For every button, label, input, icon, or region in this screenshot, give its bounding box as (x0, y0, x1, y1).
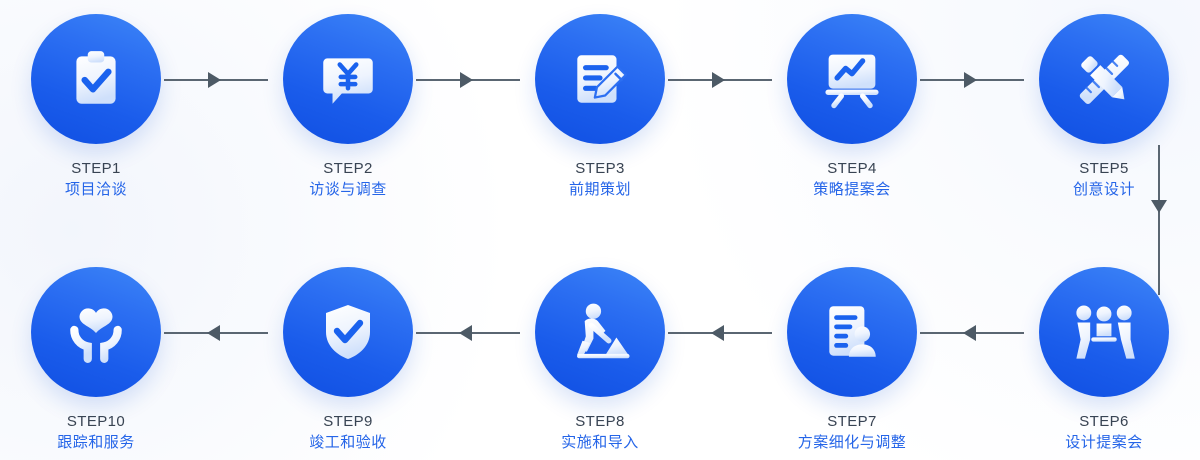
speech-bubble-yuan-icon (323, 58, 373, 104)
step-labels-7: STEP7 方案细化与调整 (772, 411, 932, 454)
step-title-4: 策略提案会 (813, 181, 891, 199)
step-title-9: 竣工和验收 (309, 434, 387, 452)
step-title-1: 项目洽谈 (64, 181, 127, 199)
document-person-icon (829, 306, 876, 357)
step-icon-circle-5 (1039, 14, 1169, 144)
step-icon-circle-3 (535, 14, 665, 144)
step-id-8: STEP8 (575, 413, 625, 430)
step-labels-1: STEP1 项目洽谈 (16, 158, 176, 201)
step-node-5[interactable]: STEP5 创意设计 (1024, 14, 1184, 201)
step-title-5: 创意设计 (1072, 181, 1135, 199)
shield-check-icon (326, 305, 370, 359)
step-icon-circle-10 (31, 267, 161, 397)
document-pencil-icon (577, 55, 627, 103)
step-node-7[interactable]: STEP7 方案细化与调整 (772, 267, 932, 454)
arrowhead-step5-to-step6 (1151, 200, 1167, 213)
meeting-people-icon (1076, 305, 1135, 360)
step-id-10: STEP10 (66, 413, 126, 430)
step-labels-2: STEP2 访谈与调查 (268, 158, 428, 201)
step-id-1: STEP1 (71, 160, 121, 177)
step-labels-8: STEP8 实施和导入 (520, 411, 680, 454)
step-icon-circle-9 (283, 267, 413, 397)
arrowhead-step3-to-step4 (712, 72, 725, 88)
step-node-1[interactable]: STEP1 项目洽谈 (16, 14, 176, 201)
hands-heart-icon (70, 308, 122, 363)
arrowhead-step1-to-step2 (208, 72, 221, 88)
step-id-3: STEP3 (575, 160, 625, 177)
step-icon-circle-1 (31, 14, 161, 144)
step-icon-circle-2 (283, 14, 413, 144)
step-id-4: STEP4 (827, 160, 877, 177)
step-node-3[interactable]: STEP3 前期策划 (520, 14, 680, 201)
step-id-2: STEP2 (323, 160, 373, 177)
step-labels-5: STEP5 创意设计 (1024, 158, 1184, 201)
step-title-10: 跟踪和服务 (57, 434, 135, 452)
step-labels-9: STEP9 竣工和验收 (268, 411, 428, 454)
arrowhead-step7-to-step8 (711, 325, 724, 341)
arrowhead-step6-to-step7 (963, 325, 976, 341)
arrowhead-step4-to-step5 (964, 72, 977, 88)
step-icon-circle-4 (787, 14, 917, 144)
step-labels-4: STEP4 策略提案会 (772, 158, 932, 201)
step-node-8[interactable]: STEP8 实施和导入 (520, 267, 680, 454)
arrowhead-step2-to-step3 (460, 72, 473, 88)
step-labels-6: STEP6 设计提案会 (1024, 411, 1184, 454)
step-labels-10: STEP10 跟踪和服务 (16, 411, 176, 454)
step-node-9[interactable]: STEP9 竣工和验收 (268, 267, 428, 454)
step-node-6[interactable]: STEP6 设计提案会 (1024, 267, 1184, 454)
step-icon-circle-6 (1039, 267, 1169, 397)
step-id-7: STEP7 (827, 413, 877, 430)
clipboard-check-icon (76, 51, 116, 104)
step-node-2[interactable]: STEP2 访谈与调查 (268, 14, 428, 201)
step-title-3: 前期策划 (568, 181, 631, 199)
step-title-2: 访谈与调查 (309, 181, 387, 199)
step-id-6: STEP6 (1079, 413, 1129, 430)
step-title-6: 设计提案会 (1065, 434, 1143, 452)
pencil-ruler-icon (1079, 54, 1129, 104)
step-icon-circle-8 (535, 267, 665, 397)
step-title-7: 方案细化与调整 (797, 434, 907, 452)
arrowhead-step8-to-step9 (459, 325, 472, 341)
arrow-step5-to-step6 (1158, 145, 1160, 295)
arrowhead-step9-to-step10 (207, 325, 220, 341)
step-labels-3: STEP3 前期策划 (520, 158, 680, 201)
step-node-10[interactable]: STEP10 跟踪和服务 (16, 267, 176, 454)
step-id-5: STEP5 (1079, 160, 1129, 177)
step-id-9: STEP9 (323, 413, 373, 430)
step-node-4[interactable]: STEP4 策略提案会 (772, 14, 932, 201)
presentation-chart-icon (825, 54, 879, 109)
step-icon-circle-7 (787, 267, 917, 397)
worker-digging-icon (577, 303, 630, 359)
step-title-8: 实施和导入 (561, 434, 639, 452)
